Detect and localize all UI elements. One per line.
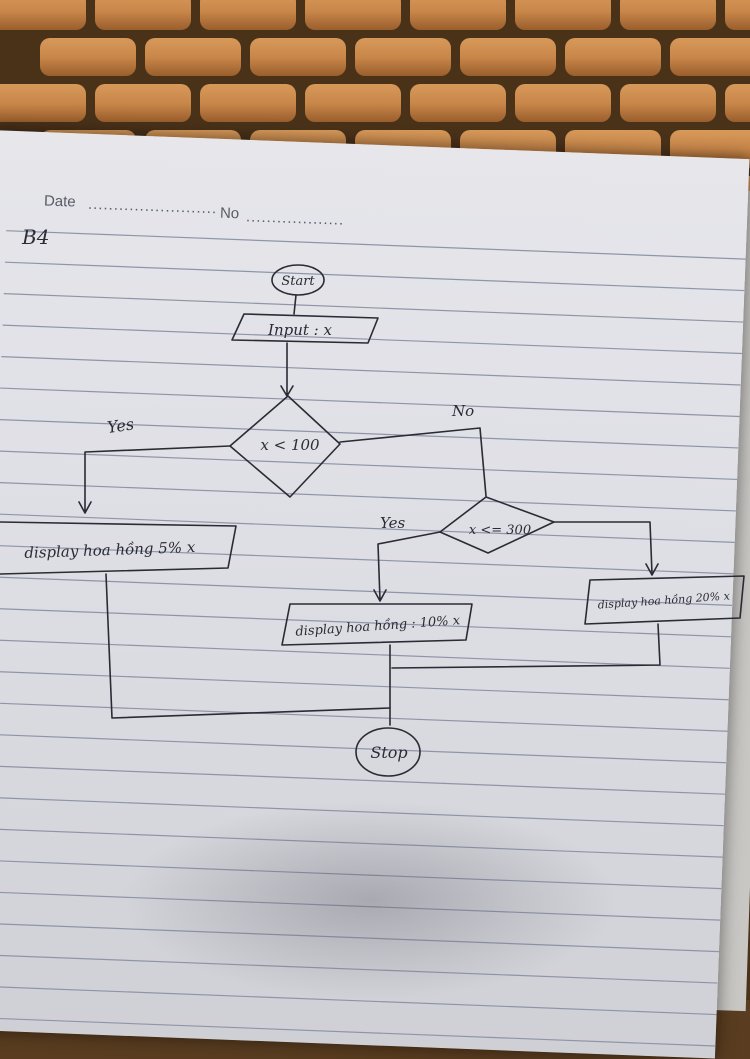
ruled-line	[0, 513, 735, 543]
ruled-line	[0, 481, 736, 512]
arrow-input-to-decision1	[280, 342, 294, 397]
decision2-label: x <= 300	[469, 523, 531, 538]
bamboo-tile	[725, 84, 750, 122]
bamboo-tile	[620, 84, 716, 122]
decision1-diamond	[229, 395, 341, 498]
bamboo-tile	[670, 38, 750, 76]
bamboo-tile	[0, 84, 86, 122]
ruled-line	[1, 356, 741, 386]
flowchart: B4 Start Input : x x < 100 Yes No displa…	[0, 225, 745, 777]
corner-mark: B4	[21, 225, 49, 249]
ruled-line	[0, 828, 723, 858]
input-label: Input : x	[267, 321, 332, 339]
bamboo-tile	[200, 0, 296, 30]
ruled-line	[0, 670, 729, 701]
bamboo-tile	[40, 38, 136, 76]
process2-box	[281, 603, 473, 646]
ruled-line	[0, 450, 738, 481]
bamboo-tile	[515, 84, 611, 122]
ruled-line	[0, 859, 722, 890]
bamboo-tile	[250, 38, 346, 76]
ruled-line	[4, 261, 745, 292]
decision1-label: x < 100	[260, 436, 320, 454]
stop-terminal	[355, 727, 421, 777]
ruled-line	[0, 418, 739, 449]
start-terminal	[271, 264, 325, 296]
process3-down-line	[391, 623, 661, 669]
bamboo-tile	[95, 0, 191, 30]
ruled-line	[6, 230, 746, 260]
ruled-line	[0, 544, 734, 575]
bamboo-tile	[145, 38, 241, 76]
stop-label: Stop	[370, 743, 407, 762]
process2-label: display hoa hồng : 10% x	[295, 612, 461, 640]
ruled-line	[0, 639, 730, 669]
process1-down-line	[105, 573, 391, 719]
decision1-yes-label: Yes	[106, 414, 135, 437]
input-box	[231, 313, 379, 344]
start-label: Start	[281, 274, 315, 289]
ruled-line	[0, 954, 718, 984]
bamboo-tile	[305, 84, 401, 122]
bamboo-tile	[410, 84, 506, 122]
process1-box	[0, 521, 237, 575]
bamboo-tile	[565, 38, 661, 76]
arrow-start-to-input	[293, 294, 297, 315]
ruled-line	[0, 387, 740, 418]
decision2-no-line	[553, 521, 659, 576]
ruled-line	[0, 891, 721, 921]
ruled-line	[0, 1017, 716, 1047]
ruled-line	[0, 576, 733, 606]
decision1-yes-line	[78, 445, 231, 514]
ruled-line	[3, 293, 744, 323]
bamboo-tile	[460, 38, 556, 76]
ruled-line	[0, 1048, 715, 1059]
process3-label: display hoa hồng 20% x	[597, 589, 731, 611]
ruled-line	[0, 765, 726, 795]
bamboo-tile	[620, 0, 716, 30]
decision2-yes-label: Yes	[380, 514, 405, 532]
decision2-yes-line	[373, 531, 441, 602]
ruled-line	[0, 607, 732, 638]
ruled-line	[2, 324, 742, 355]
decision2-diamond	[439, 496, 555, 554]
decision1-no-label: No	[451, 402, 474, 420]
bamboo-tile	[0, 0, 86, 30]
process1-label: display hoa hồng 5% x	[24, 538, 196, 562]
bamboo-tile	[355, 38, 451, 76]
bamboo-tile	[200, 84, 296, 122]
bamboo-tile	[95, 84, 191, 122]
ruled-line	[0, 796, 724, 827]
ruled-line	[0, 922, 720, 953]
process3-box	[584, 575, 745, 625]
decision1-no-line	[339, 427, 487, 497]
bamboo-tile	[515, 0, 611, 30]
bamboo-tile	[305, 0, 401, 30]
bamboo-tile	[725, 0, 750, 30]
bamboo-tile	[410, 0, 506, 30]
